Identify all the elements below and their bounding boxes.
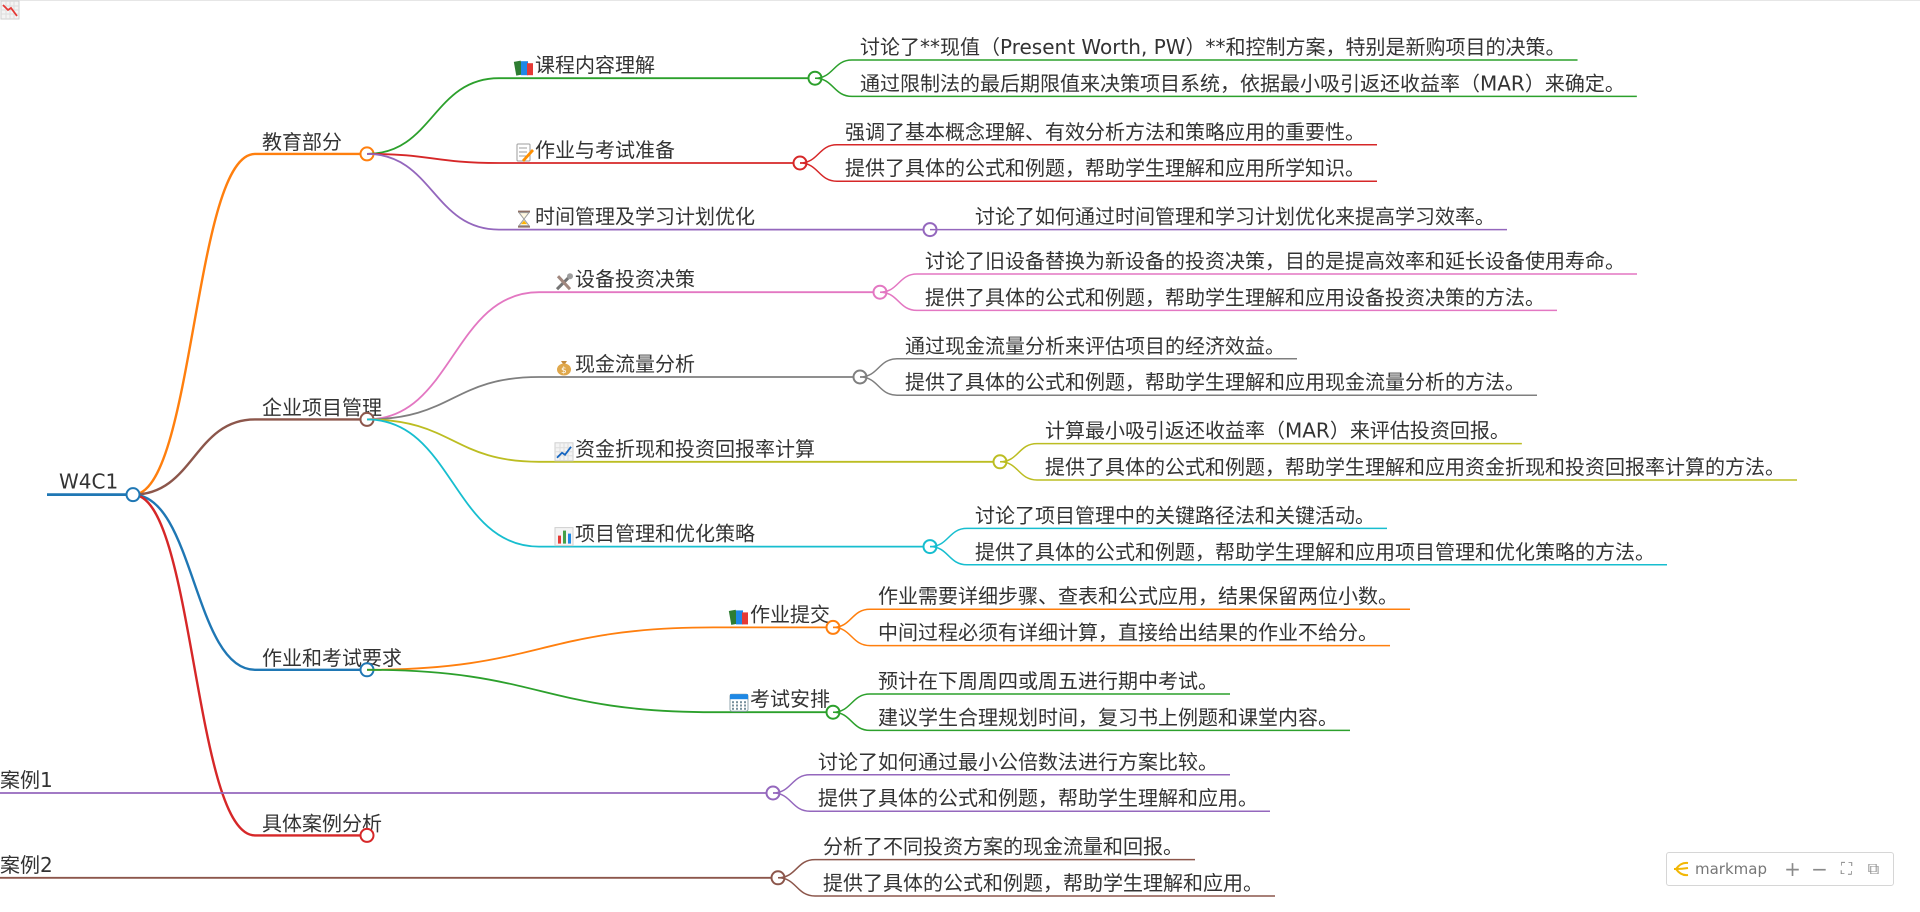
leaf-text: 提供了具体的公式和例题，帮助学生理解和应用现金流量分析的方法。 bbox=[905, 370, 1525, 394]
leaf-text: 提供了具体的公式和例题，帮助学生理解和应用。 bbox=[818, 786, 1258, 810]
leaf-text: 提供了具体的公式和例题，帮助学生理解和应用设备投资决策的方法。 bbox=[925, 285, 1545, 309]
branch-node: 作业和考试要求 bbox=[132, 493, 402, 678]
topic-node: 作业与考试准备 bbox=[366, 138, 808, 171]
topic-label: 资金折现和投资回报率计算 bbox=[575, 437, 815, 461]
leaf-text: 讨论了旧设备替换为新设备的投资决策，目的是提高效率和延长设备使用寿命。 bbox=[925, 249, 1625, 273]
leaf-text: 中间过程必须有详细计算，直接给出结果的作业不给分。 bbox=[878, 621, 1378, 645]
fit-window-button[interactable]: ⛶ bbox=[1840, 859, 1853, 878]
hourglass-icon bbox=[517, 210, 531, 228]
books-icon bbox=[513, 60, 533, 76]
branch-node: 教育部分 bbox=[132, 130, 375, 496]
branch-label: 教育部分 bbox=[262, 130, 342, 154]
markmap-toolbar: markmap + − ⛶ ⧉ bbox=[1666, 852, 1894, 886]
leaf-group: 分析了不同投资方案的现金流量和回报。提供了具体的公式和例题，帮助学生理解和应用。 bbox=[777, 835, 1275, 897]
leaf-text: 提供了具体的公式和例题，帮助学生理解和应用。 bbox=[823, 871, 1263, 895]
topic-label: 考试安排 bbox=[750, 687, 830, 711]
leaf-text: 预计在下周周四或周五进行期中考试。 bbox=[878, 669, 1218, 693]
memo-icon bbox=[516, 143, 534, 162]
tools-icon bbox=[555, 273, 573, 291]
topic-label: 作业提交 bbox=[750, 602, 830, 626]
topic-node: 课程内容理解 bbox=[366, 53, 823, 155]
root-node: W4C1 bbox=[47, 470, 141, 503]
topic-node: 项目管理和优化策略 bbox=[366, 418, 938, 555]
leaf-text: 提供了具体的公式和例题，帮助学生理解和应用项目管理和优化策略的方法。 bbox=[975, 540, 1655, 564]
leaf-group: 通过现金流量分析来评估项目的经济效益。提供了具体的公式和例题，帮助学生理解和应用… bbox=[859, 334, 1537, 396]
chart-up-icon bbox=[554, 442, 574, 462]
markmap-brand-label: markmap bbox=[1695, 860, 1767, 878]
leaf-group: 讨论了**现值（Present Worth, PW）**和控制方案，特别是新购项… bbox=[814, 35, 1637, 98]
topic-node: 设备投资决策 bbox=[366, 267, 888, 421]
leaf-text: 作业需要详细步骤、查表和公式应用，结果保留两位小数。 bbox=[878, 584, 1398, 608]
branch-node: 具体案例分析 bbox=[132, 493, 382, 843]
leaf-text: 计算最小吸引返还收益率（MAR）来评估投资回报。 bbox=[1045, 419, 1510, 443]
leaf-text: 分析了不同投资方案的现金流量和回报。 bbox=[823, 835, 1183, 859]
topic-label: 项目管理和优化策略 bbox=[575, 522, 755, 546]
leaf-group: 讨论了如何通过最小公倍数法进行方案比较。提供了具体的公式和例题，帮助学生理解和应… bbox=[772, 750, 1270, 812]
branch-node: 企业项目管理 bbox=[132, 395, 382, 496]
leaf-group: 预计在下周周四或周五进行期中考试。建议学生合理规划时间，复习书上例题和课堂内容。 bbox=[832, 669, 1350, 732]
topic-label: 作业与考试准备 bbox=[535, 138, 675, 162]
svg-text:$: $ bbox=[561, 366, 567, 376]
markmap-logo-icon bbox=[1674, 861, 1689, 877]
leaf-text: 建议学生合理规划时间，复习书上例题和课堂内容。 bbox=[878, 705, 1338, 729]
topic-label: 案例2 bbox=[0, 853, 53, 877]
calendar-icon bbox=[729, 693, 749, 712]
leaf-text: 讨论了如何通过最小公倍数法进行方案比较。 bbox=[818, 750, 1218, 774]
bar-chart-icon bbox=[554, 527, 574, 547]
leaf-group: 计算最小吸引返还收益率（MAR）来评估投资回报。提供了具体的公式和例题，帮助学生… bbox=[999, 419, 1797, 481]
topic-label: 设备投资决策 bbox=[575, 267, 695, 291]
leaf-text: 讨论了**现值（Present Worth, PW）**和控制方案，特别是新购项… bbox=[860, 35, 1566, 59]
root-label: W4C1 bbox=[59, 470, 118, 494]
leaf-text: 提供了具体的公式和例题，帮助学生理解和应用资金折现和投资回报率计算的方法。 bbox=[1045, 455, 1785, 479]
leaf-group: 作业需要详细步骤、查表和公式应用，结果保留两位小数。中间过程必须有详细计算，直接… bbox=[832, 584, 1410, 647]
leaf-text: 通过现金流量分析来评估项目的经济效益。 bbox=[905, 334, 1285, 358]
leaf-group: 强调了基本概念理解、有效分析方法和策略应用的重要性。提供了具体的公式和例题，帮助… bbox=[799, 120, 1377, 182]
topic-node: 考试安排 bbox=[366, 668, 841, 720]
leaf-text: 讨论了如何通过时间管理和学习计划优化来提高学习效率。 bbox=[975, 205, 1495, 229]
top-border bbox=[0, 0, 1920, 1]
topic-node: $ 现金流量分析 bbox=[366, 352, 868, 421]
topic-node: 资金折现和投资回报率计算 bbox=[366, 418, 1008, 470]
markmap-brand[interactable]: markmap bbox=[1673, 860, 1767, 878]
topic-label: 课程内容理解 bbox=[535, 53, 655, 77]
branch-label: 作业和考试要求 bbox=[262, 646, 402, 670]
leaf-text: 讨论了项目管理中的关键路径法和关键活动。 bbox=[975, 503, 1375, 527]
leaf-text: 通过限制法的最后期限值来决策项目系统，依据最小吸引返还收益率（MAR）来确定。 bbox=[860, 71, 1625, 95]
leaf-group: 讨论了项目管理中的关键路径法和关键活动。提供了具体的公式和例题，帮助学生理解和应… bbox=[929, 503, 1667, 566]
toggle-recursively-button[interactable]: ⧉ bbox=[1867, 859, 1880, 878]
topic-label: 案例1 bbox=[0, 768, 53, 792]
books-icon bbox=[728, 609, 748, 625]
leaf-group: 讨论了旧设备替换为新设备的投资决策，目的是提高效率和延长设备使用寿命。提供了具体… bbox=[879, 249, 1637, 312]
topic-label: 时间管理及学习计划优化 bbox=[535, 205, 755, 229]
zoom-in-button[interactable]: + bbox=[1784, 857, 1801, 881]
topic-node: 作业提交 bbox=[366, 602, 841, 671]
leaf-group: 讨论了如何通过时间管理和学习计划优化来提高学习效率。 bbox=[929, 205, 1507, 231]
leaf-text: 提供了具体的公式和例题，帮助学生理解和应用所学知识。 bbox=[845, 156, 1365, 180]
topic-label: 现金流量分析 bbox=[575, 352, 695, 376]
zoom-out-button[interactable]: − bbox=[1811, 857, 1828, 881]
leaf-text: 强调了基本概念理解、有效分析方法和策略应用的重要性。 bbox=[845, 120, 1365, 144]
money-bag-icon: $ bbox=[557, 361, 571, 376]
topic-node: 案例2 bbox=[0, 0, 786, 886]
chart-down-icon bbox=[0, 0, 20, 20]
